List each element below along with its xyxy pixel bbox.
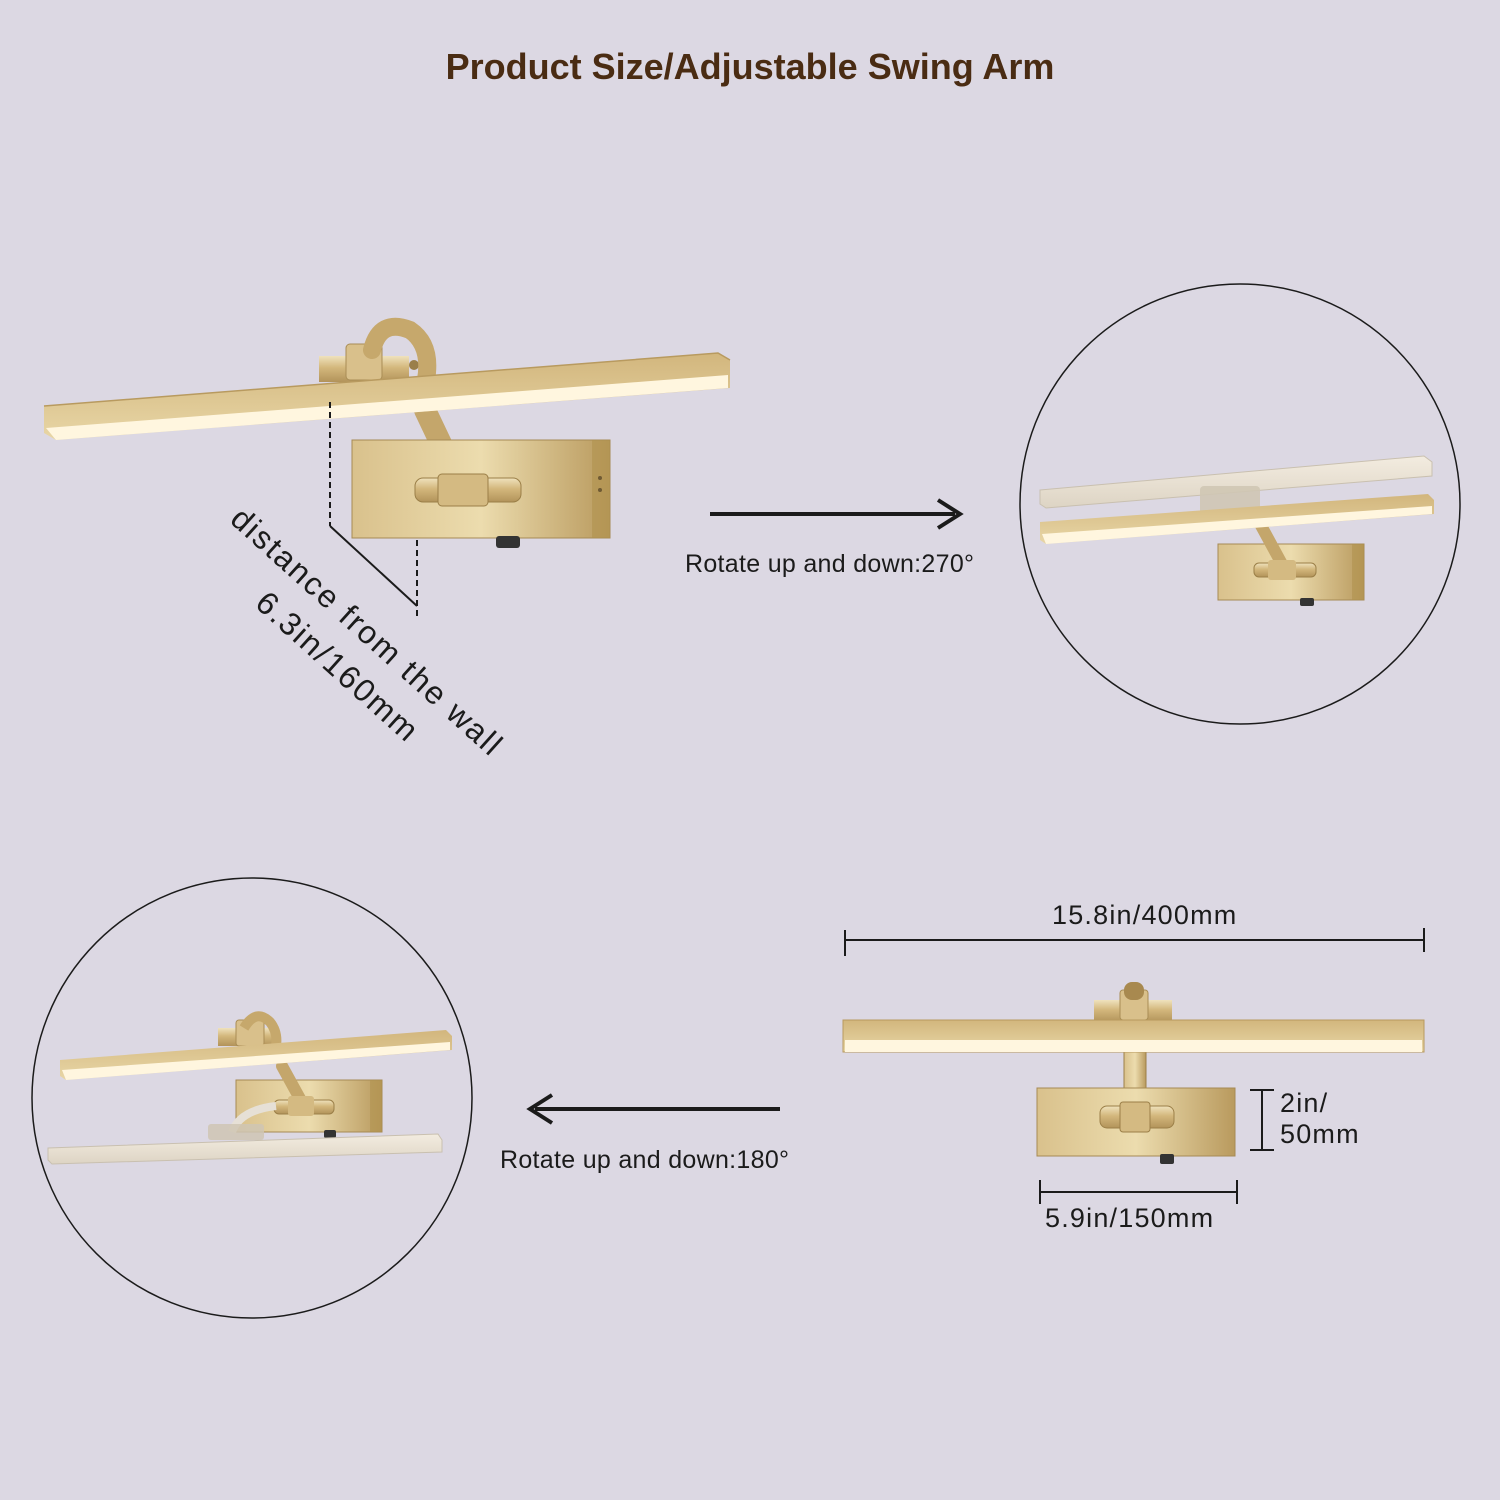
rotation-270-detail (1019, 283, 1461, 725)
arrow-left-icon (526, 1093, 780, 1125)
rotate-270-label: Rotate up and down:270° (685, 550, 975, 578)
lamp-front-view (842, 982, 1425, 1164)
rotation-180-detail (31, 877, 473, 1319)
rotate-180-label: Rotate up and down:180° (500, 1146, 790, 1174)
arrow-right-icon (710, 498, 964, 530)
base-height-label-line2: 50mm (1280, 1119, 1360, 1149)
dimension-lines (844, 928, 1425, 1204)
base-width-label: 5.9in/150mm (1045, 1203, 1215, 1233)
page-title: Product Size/Adjustable Swing Arm (445, 46, 1055, 87)
bar-length-label: 15.8in/400mm (1052, 900, 1238, 930)
base-height-label-line1: 2in/ (1280, 1088, 1329, 1118)
lamp-angled-view (43, 317, 731, 618)
